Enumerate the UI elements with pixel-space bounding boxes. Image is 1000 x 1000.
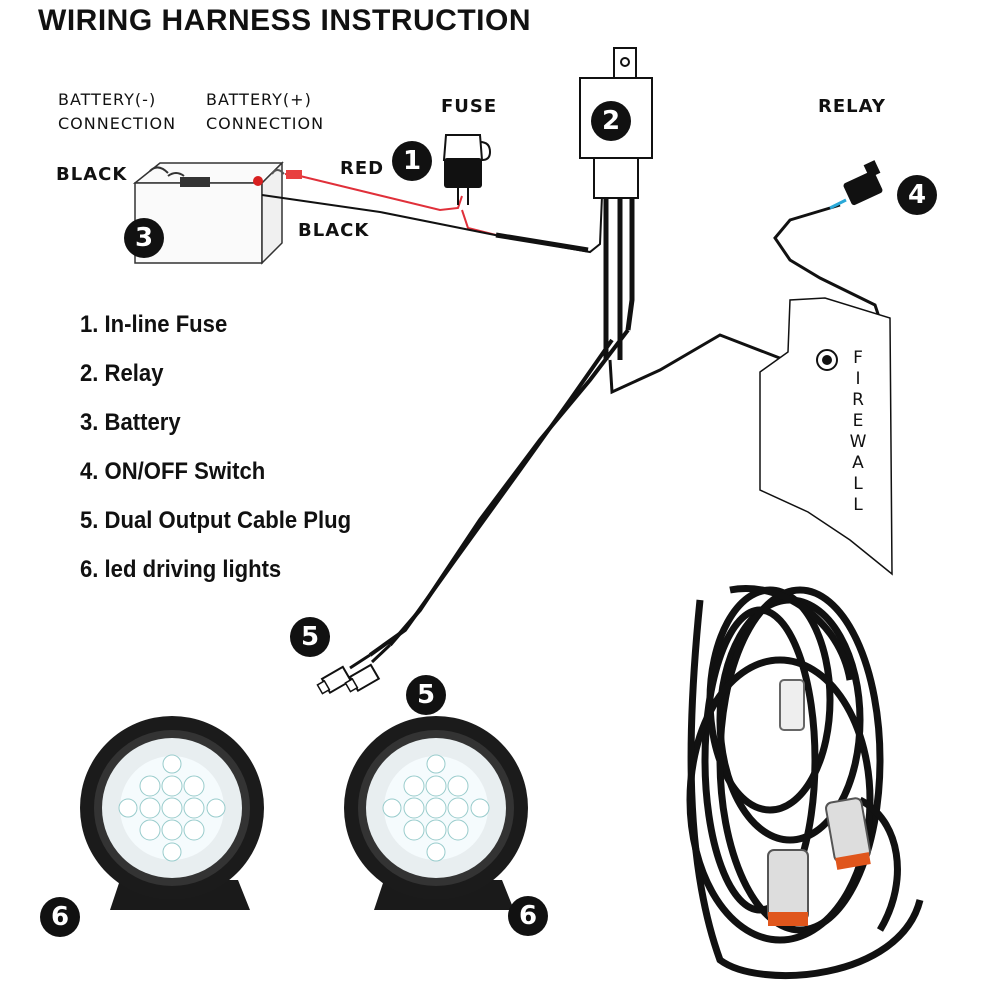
legend-item: 4. ON/OFF Switch [80,458,266,485]
firewall-label: F I R E W A L L [849,348,869,515]
led-light-left [80,716,264,910]
fuse-label: FUSE [441,96,498,117]
marker-6-light-b: 6 [508,896,548,936]
marker-5-plug-a: 5 [290,617,330,657]
relay-label: RELAY [818,96,886,117]
legend-item: 6. led driving lights [80,556,282,583]
battery-positive-label: BATTERY(+) CONNECTION [206,90,325,133]
switch-connector [843,160,883,206]
legend-item: 5. Dual Output Cable Plug [80,507,352,534]
dual-plugs [316,663,381,695]
black-wire-label-top: BLACK [56,164,128,185]
marker-4-switch: 4 [897,175,937,215]
harness-connectors [767,679,871,926]
led-light-right [344,716,528,910]
marker-6-light-a: 6 [40,897,80,937]
component-legend: 1. In-line Fuse 2. Relay 3. Battery 4. O… [80,308,375,602]
diagram-title: WIRING HARNESS INSTRUCTION [38,4,531,37]
red-wire-label: RED [340,158,385,179]
black-wire-label-mid: BLACK [298,220,370,241]
marker-5-plug-b: 5 [406,675,446,715]
legend-item: 3. Battery [80,409,181,436]
legend-item: 2. Relay [80,360,164,387]
firewall-panel [759,297,893,576]
marker-2-relay: 2 [591,101,631,141]
marker-1-fuse: 1 [392,141,432,181]
harness-coil [686,585,924,979]
battery-negative-label: BATTERY(-) CONNECTION [58,90,177,133]
fuse-holder [442,134,492,205]
legend-item: 1. In-line Fuse [80,311,228,338]
marker-3-battery: 3 [124,218,164,258]
